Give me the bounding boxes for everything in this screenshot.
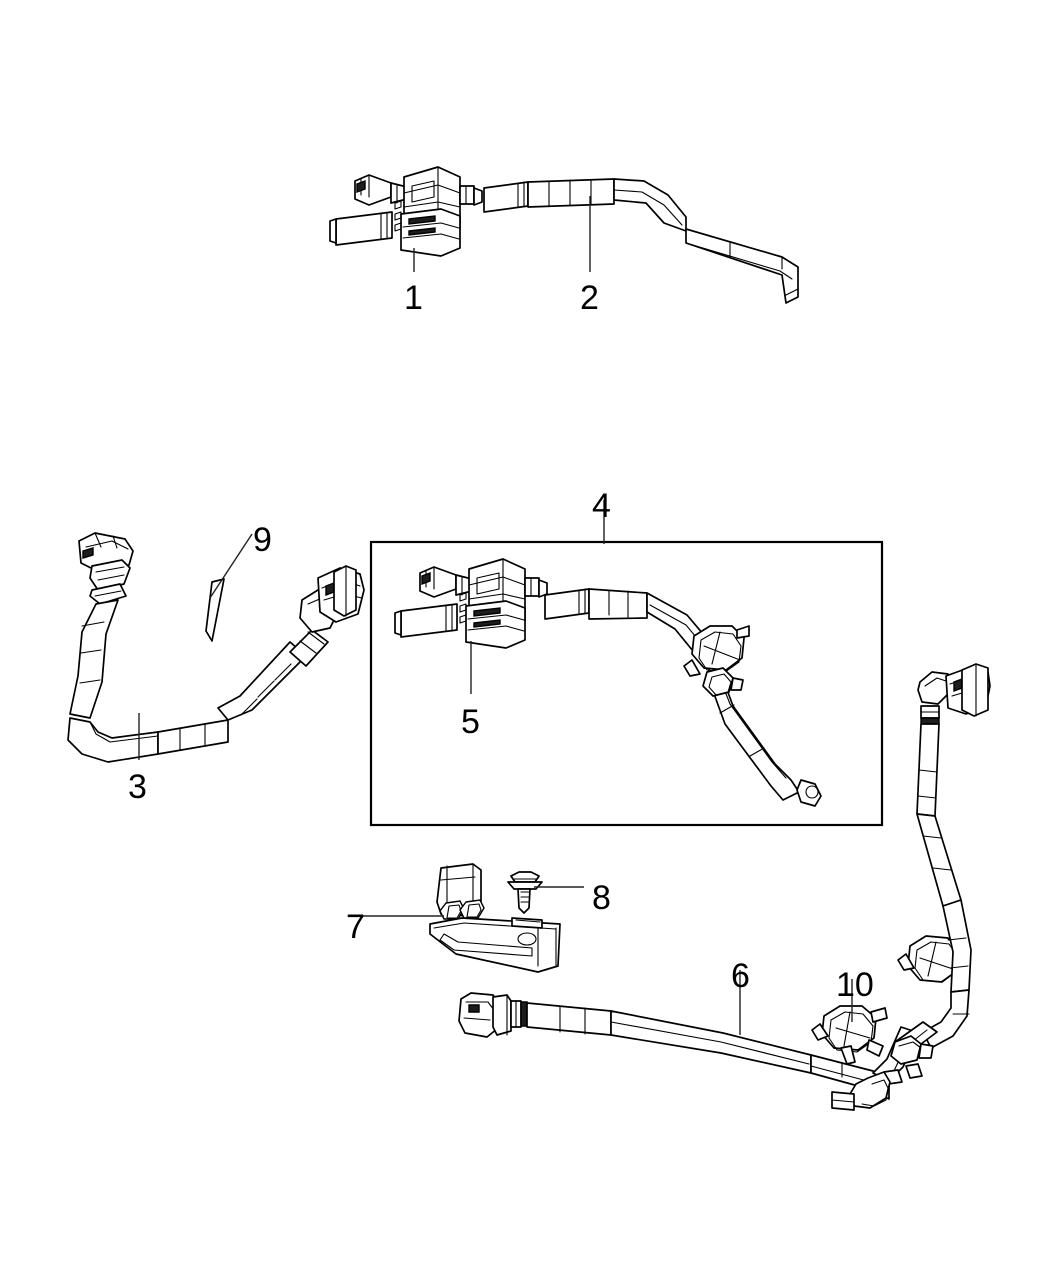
part-9-vapor-hose-clip bbox=[205, 578, 225, 642]
right-side-vapor-line bbox=[831, 663, 991, 1111]
callout-label-10: 10 bbox=[836, 966, 874, 1004]
part-7-mounting-bracket bbox=[429, 863, 561, 973]
part-1-purge-solenoid-valve bbox=[329, 166, 483, 257]
callout-label-7: 7 bbox=[346, 908, 365, 946]
part-8-mounting-bolt bbox=[507, 871, 543, 914]
part-2-purge-vapor-hose-upper bbox=[483, 178, 799, 304]
part-5-purge-solenoid-valve-kit bbox=[394, 558, 548, 649]
callout-label-3: 3 bbox=[128, 768, 147, 806]
part-3-vapor-hose-left bbox=[67, 532, 365, 763]
callout-label-9: 9 bbox=[253, 521, 272, 559]
callout-label-4: 4 bbox=[592, 487, 611, 525]
callout-leaders bbox=[138, 196, 853, 1035]
purge-line-kit-box bbox=[369, 540, 884, 827]
callout-label-1: 1 bbox=[404, 279, 423, 317]
callout-label-2: 2 bbox=[580, 279, 599, 317]
part-10-hose-retaining-clamp bbox=[811, 1005, 888, 1065]
callout-label-6: 6 bbox=[731, 957, 750, 995]
callout-label-5: 5 bbox=[461, 703, 480, 741]
part-4-purge-line-hose bbox=[544, 588, 822, 807]
callout-label-8: 8 bbox=[592, 879, 611, 917]
